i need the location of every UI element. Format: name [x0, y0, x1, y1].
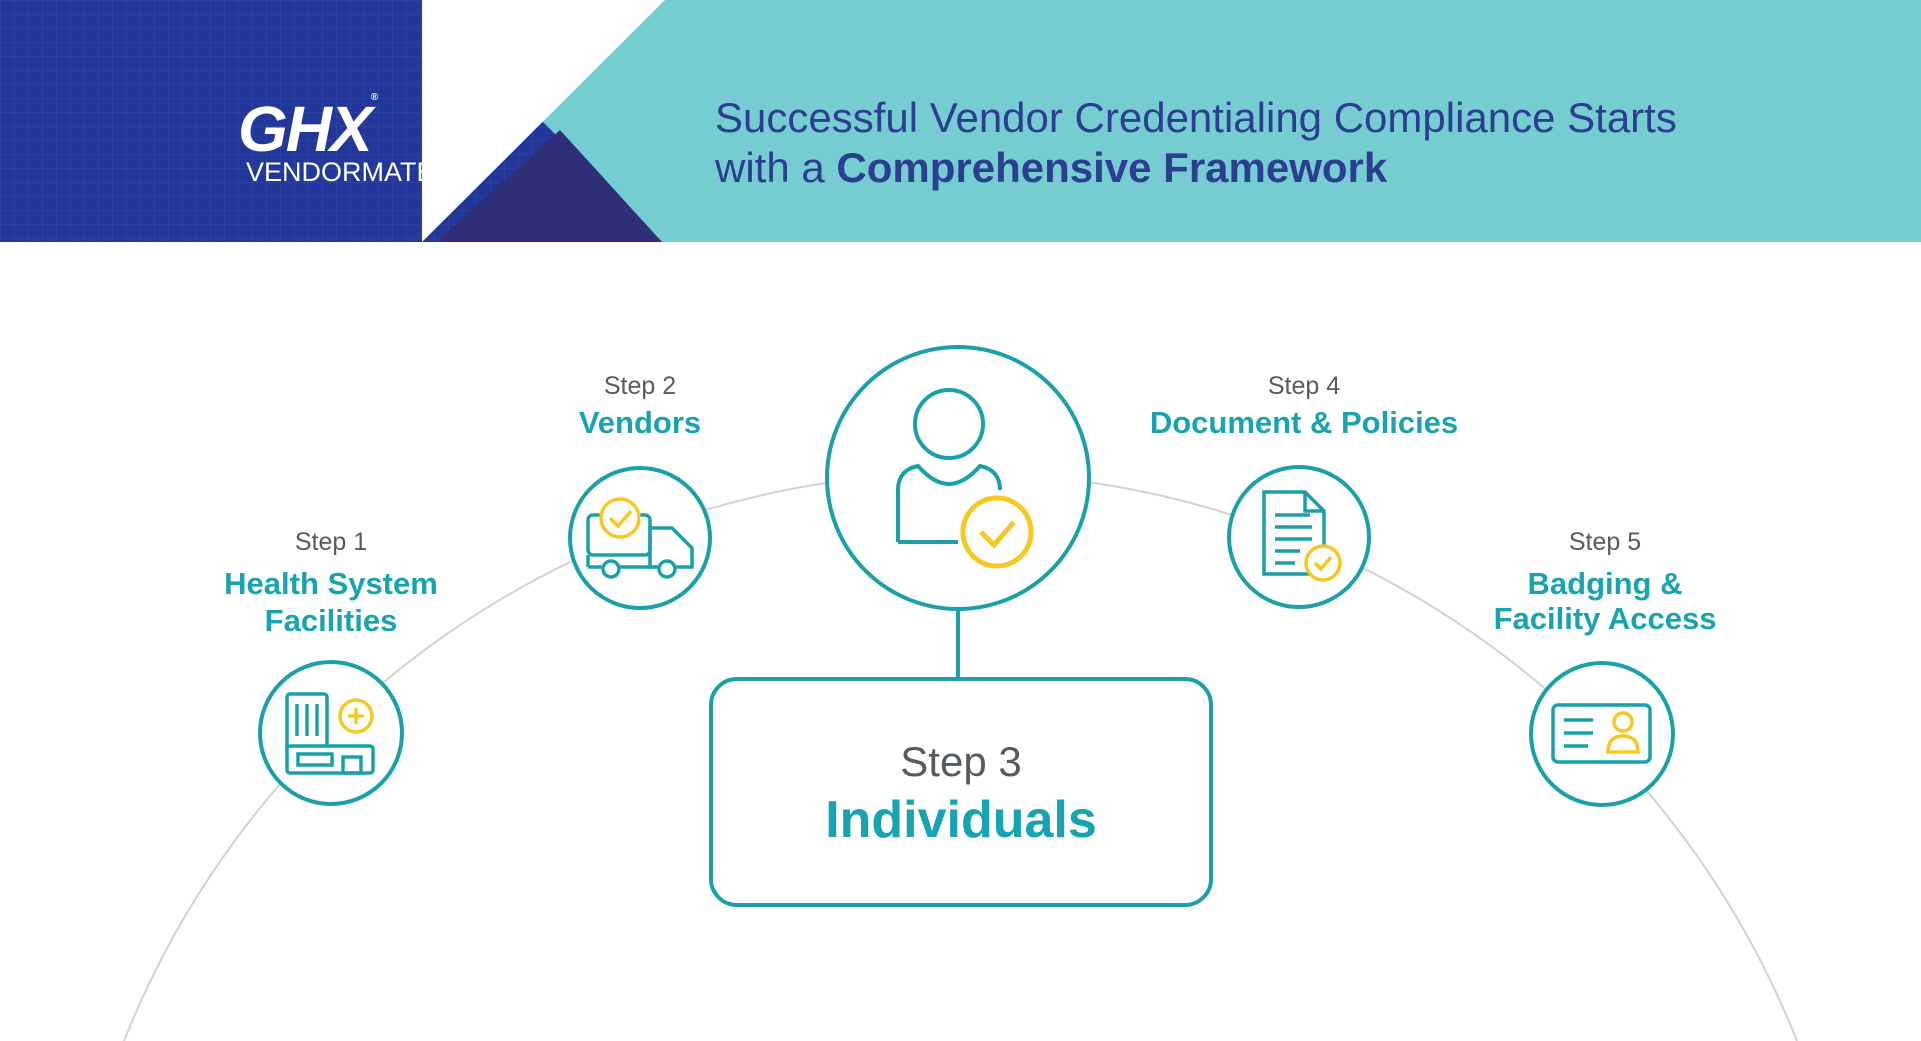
header-title-line2: with a Comprehensive Framework: [715, 144, 1387, 192]
product-name: VENDORMATE: [246, 157, 435, 187]
header-white-wedge: [422, 0, 665, 242]
person-check-icon: [896, 388, 1034, 569]
header-title-prefix: with a: [715, 144, 837, 191]
step1-title-line2: Facilities: [264, 603, 398, 638]
step1-node: [258, 660, 404, 806]
header-title-line1: Successful Vendor Credentialing Complian…: [715, 94, 1677, 141]
step1-label: Step 1: [294, 528, 368, 556]
header-title-bold: Comprehensive Framework: [836, 144, 1388, 191]
step5-node: [1529, 661, 1675, 807]
step3-box: [709, 677, 1213, 907]
step1-title-line1: Health System: [224, 566, 438, 601]
ghx-logo: GHX®: [238, 92, 448, 166]
step3-node: [825, 345, 1091, 611]
step5-title-line1: Badging &: [1527, 566, 1683, 601]
step3-title: Individuals: [825, 791, 1097, 849]
ghx-logo-text: GHX: [238, 93, 373, 165]
step5-label: Step 5: [1568, 528, 1642, 556]
step5-title-line2: Facility Access: [1493, 601, 1717, 636]
step4-node: [1227, 465, 1371, 609]
step2-node: [568, 466, 712, 610]
truck-icon: [586, 497, 694, 579]
document-check-icon: [1262, 490, 1342, 582]
step4-title: Document & Policies: [1149, 405, 1459, 440]
step4-label: Step 4: [1267, 372, 1341, 400]
step3-label: Step 3: [900, 738, 1022, 785]
id-badge-icon: [1551, 703, 1652, 764]
step2-label: Step 2: [603, 372, 677, 400]
step2-title: Vendors: [578, 405, 702, 440]
trademark-mark: ®: [370, 92, 379, 103]
header-dark-wedge: [436, 130, 662, 242]
hospital-icon: [285, 692, 375, 775]
